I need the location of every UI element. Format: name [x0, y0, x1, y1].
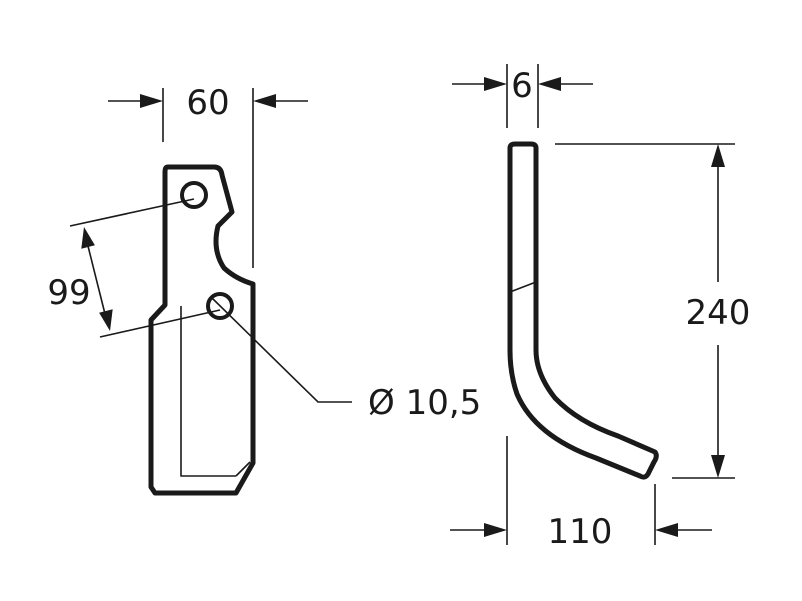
arrow-up-icon [711, 144, 725, 167]
dimension-label-width-bottom: 110 [548, 512, 613, 552]
extension-line-bottom-hole [99, 309, 221, 338]
dimension-label-height: 240 [686, 293, 751, 333]
dimension-hole-spacing: 99 [47, 198, 221, 338]
dimension-line-hole-spacing [87, 245, 106, 315]
arrow-down-icon [711, 455, 725, 478]
dimension-label-hole-diameter: Ø 10,5 [368, 383, 481, 423]
arrow-right-icon [484, 523, 507, 537]
arrow-down-icon [99, 309, 113, 331]
blade-side-outline [507, 141, 659, 480]
dimension-label-hole-spacing: 99 [47, 273, 90, 313]
arrow-left-icon [253, 94, 276, 108]
diameter-leader-line [211, 297, 352, 403]
blade-side-bevel [509, 281, 537, 293]
arrow-up-icon [81, 227, 95, 249]
blade-bevel-edge [180, 306, 236, 477]
blade-side-view [507, 141, 659, 480]
dimension-thickness: 6 [452, 64, 593, 128]
blade-front-view [148, 164, 256, 496]
dimension-label-width-top: 60 [186, 83, 229, 123]
blade-front-outline [148, 164, 256, 496]
dimension-height: 240 [555, 143, 751, 479]
dimension-width-bottom: 110 [450, 436, 712, 552]
mounting-hole-top [180, 181, 208, 209]
arrow-right-icon [140, 94, 163, 108]
arrow-left-icon [538, 77, 561, 91]
arrow-right-icon [484, 77, 507, 91]
blade-bevel-corner [235, 461, 251, 477]
arrow-left-icon [655, 523, 678, 537]
dimension-width-top: 60 [108, 83, 308, 268]
extension-line-top-hole [69, 198, 195, 227]
dimension-hole-diameter: Ø 10,5 [211, 297, 481, 423]
dimension-label-thickness: 6 [511, 66, 533, 106]
